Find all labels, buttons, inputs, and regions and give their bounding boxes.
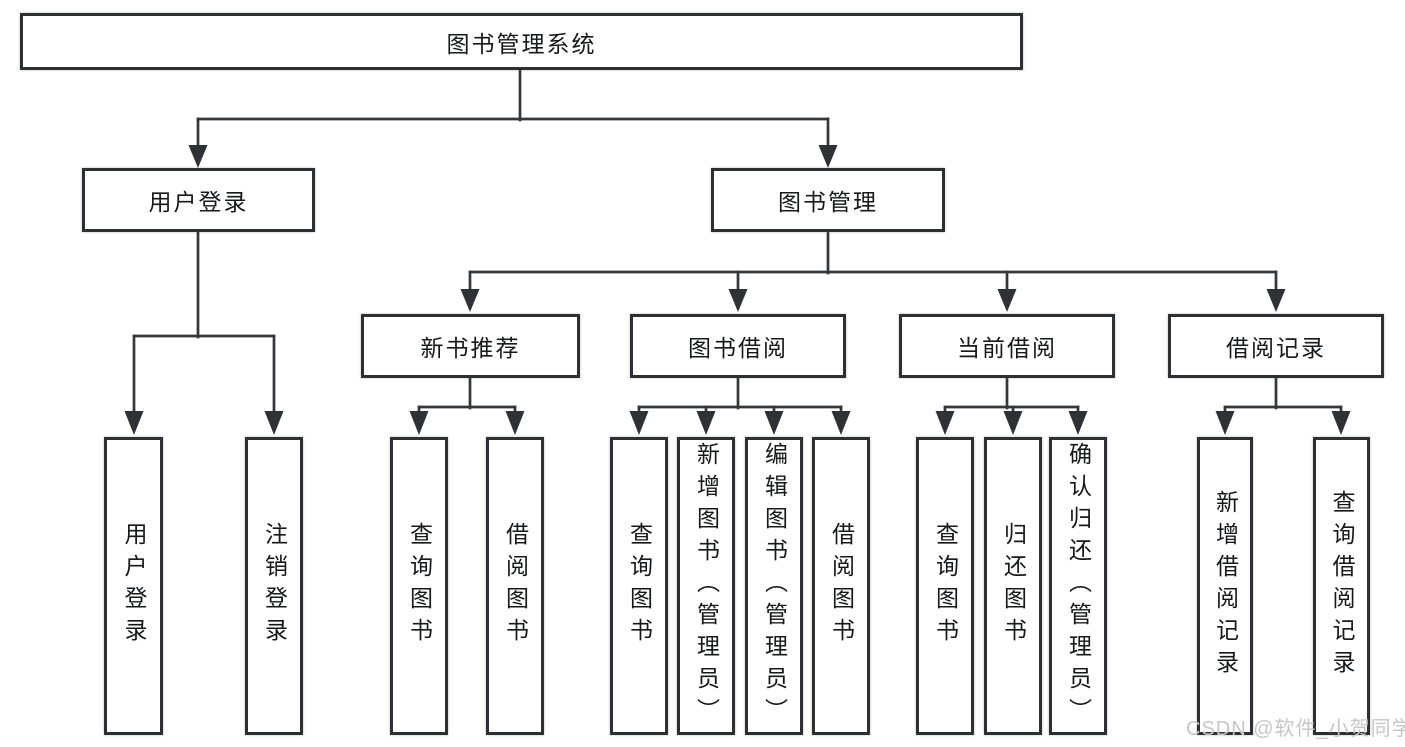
node-new-book-recommendation: 新书推荐 — [361, 314, 580, 378]
node-label: 确认归还（管理员） — [1065, 442, 1092, 730]
node-label: 借阅记录 — [1226, 335, 1326, 361]
leaf-borrow-books-recommend: 借阅图书 — [486, 437, 544, 735]
node-label: 用户登录 — [121, 522, 147, 650]
node-label: 图书管理系统 — [446, 30, 597, 57]
leaf-add-book-admin: 新增图书（管理员） — [677, 437, 735, 735]
node-label: 借阅图书 — [502, 522, 529, 650]
node-label: 查询图书 — [626, 522, 653, 650]
node-label: 查询图书 — [406, 522, 433, 650]
node-user-login: 用户登录 — [82, 168, 315, 232]
leaf-query-borrow-record: 查询借阅记录 — [1313, 437, 1370, 735]
node-label: 图书管理 — [778, 189, 878, 215]
node-book-borrowing: 图书借阅 — [630, 314, 846, 378]
leaf-query-books-current: 查询图书 — [916, 437, 974, 735]
node-current-borrowing: 当前借阅 — [899, 314, 1115, 378]
leaf-edit-book-admin: 编辑图书（管理员） — [745, 437, 803, 735]
leaf-query-books-recommend: 查询图书 — [390, 437, 448, 735]
node-label: 图书借阅 — [688, 335, 788, 361]
node-label: 用户登录 — [148, 189, 249, 215]
leaf-add-borrow-record: 新增借阅记录 — [1197, 437, 1253, 735]
node-label: 编辑图书（管理员） — [761, 442, 788, 730]
node-label: 新增借阅记录 — [1212, 490, 1239, 682]
csdn-watermark: CSDN @软件_小贺同学 — [1186, 718, 1405, 740]
node-label: 当前借阅 — [957, 335, 1057, 361]
node-book-management: 图书管理 — [711, 168, 945, 232]
node-label: 借阅图书 — [828, 522, 855, 650]
node-label: 新增图书（管理员） — [693, 442, 720, 730]
node-label: 查询借阅记录 — [1329, 490, 1355, 682]
node-borrowing-records: 借阅记录 — [1168, 314, 1384, 378]
leaf-query-books-borrowing: 查询图书 — [610, 437, 668, 735]
leaf-borrow-books-borrowing: 借阅图书 — [812, 437, 870, 735]
node-label: 归还图书 — [1000, 522, 1027, 650]
leaf-logout: 注销登录 — [245, 437, 303, 735]
node-library-management-system: 图书管理系统 — [20, 13, 1023, 70]
leaf-user-login: 用户登录 — [104, 437, 163, 735]
leaf-return-books: 归还图书 — [984, 437, 1042, 735]
node-label: 注销登录 — [261, 522, 288, 650]
node-label: 新书推荐 — [420, 335, 521, 361]
leaf-confirm-return-admin: 确认归还（管理员） — [1049, 437, 1107, 735]
node-label: 查询图书 — [932, 522, 959, 650]
